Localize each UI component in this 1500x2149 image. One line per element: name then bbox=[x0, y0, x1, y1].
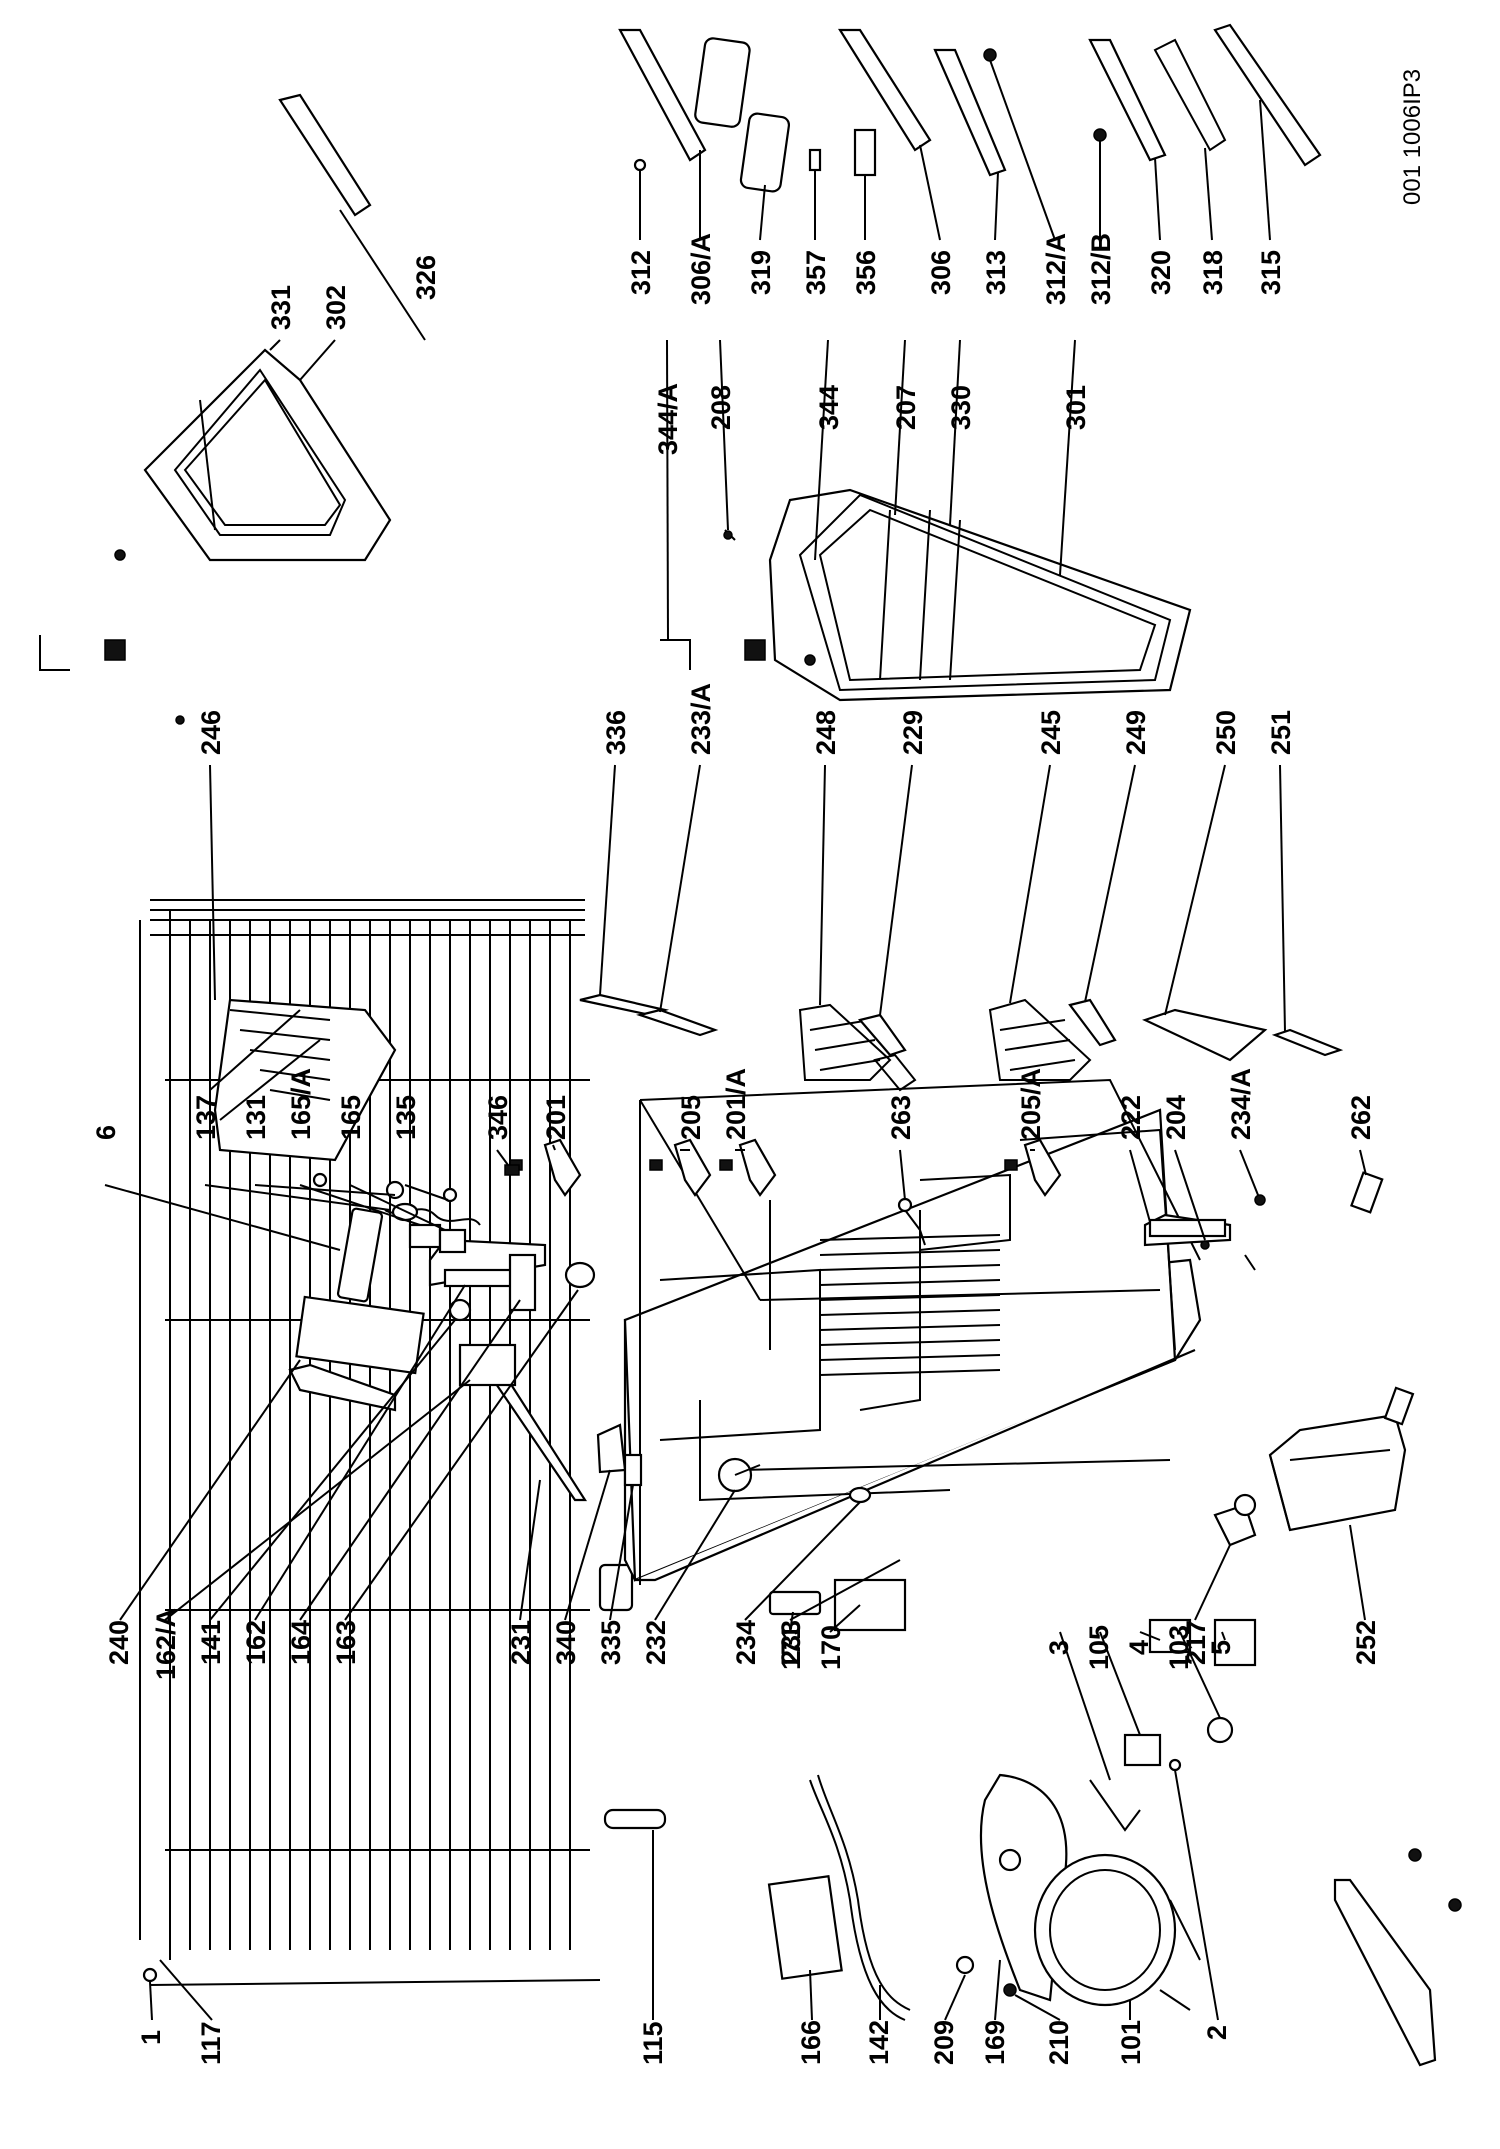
labels-row-right: 246 336 233/A 248 229 245 249 250 251 bbox=[196, 683, 1296, 755]
drawing-reference-code: 001 1006IP3 bbox=[1399, 69, 1426, 205]
label-204: 204 bbox=[1161, 1095, 1191, 1140]
label-2: 2 bbox=[1202, 2025, 1232, 2040]
label-330: 330 bbox=[946, 385, 976, 430]
label-312-a: 312/A bbox=[1041, 233, 1071, 305]
labels-row-left: 1 117 115 166 142 209 169 210 101 2 bbox=[136, 2020, 1232, 2065]
label-312-b: 312/B bbox=[1086, 233, 1116, 305]
label-141: 141 bbox=[196, 1620, 226, 1665]
label-163: 163 bbox=[331, 1620, 361, 1665]
label-312: 312 bbox=[626, 250, 656, 295]
label-234: 234 bbox=[731, 1620, 761, 1665]
label-335: 335 bbox=[596, 1620, 626, 1665]
label-5: 5 bbox=[1206, 1640, 1236, 1655]
label-165-a: 165/A bbox=[286, 1068, 316, 1140]
label-105: 105 bbox=[1084, 1625, 1114, 1670]
label-301: 301 bbox=[1061, 385, 1091, 430]
label-233-a: 233/A bbox=[686, 683, 716, 755]
label-245: 245 bbox=[1036, 710, 1066, 755]
label-240: 240 bbox=[104, 1620, 134, 1665]
label-131: 131 bbox=[241, 1095, 271, 1140]
label-233: 233 bbox=[776, 1620, 806, 1665]
label-331: 331 bbox=[266, 285, 296, 330]
label-306: 306 bbox=[926, 250, 956, 295]
label-209: 209 bbox=[929, 2020, 959, 2065]
label-356: 356 bbox=[851, 250, 881, 295]
label-346: 346 bbox=[483, 1095, 513, 1140]
label-101: 101 bbox=[1116, 2020, 1146, 2065]
label-229: 229 bbox=[898, 710, 928, 755]
label-340: 340 bbox=[551, 1620, 581, 1665]
labels-row-middle: 240 162/A 141 162 164 163 231 340 335 23… bbox=[104, 1608, 1381, 1680]
label-3: 3 bbox=[1044, 1640, 1074, 1655]
label-171: 171 bbox=[776, 1625, 806, 1670]
label-217: 217 bbox=[1181, 1620, 1211, 1665]
label-205: 205 bbox=[676, 1095, 706, 1140]
label-313: 313 bbox=[981, 250, 1011, 295]
label-164: 164 bbox=[286, 1620, 316, 1665]
label-207: 207 bbox=[891, 385, 921, 430]
label-165: 165 bbox=[336, 1095, 366, 1140]
labels-row-middle-upper: 6 137 131 165/A 165 135 346 201 205 201/… bbox=[91, 1068, 1376, 1140]
label-249: 249 bbox=[1121, 710, 1151, 755]
label-320: 320 bbox=[1146, 250, 1176, 295]
label-6: 6 bbox=[91, 1125, 121, 1140]
label-250: 250 bbox=[1211, 710, 1241, 755]
label-210: 210 bbox=[1044, 2020, 1074, 2065]
label-137: 137 bbox=[191, 1095, 221, 1140]
label-251: 251 bbox=[1266, 710, 1296, 755]
label-246: 246 bbox=[196, 710, 226, 755]
label-135: 135 bbox=[391, 1095, 421, 1140]
label-169: 169 bbox=[980, 2020, 1010, 2065]
label-232: 232 bbox=[641, 1620, 671, 1665]
label-4: 4 bbox=[1124, 1640, 1154, 1655]
label-319: 319 bbox=[746, 250, 776, 295]
label-336: 336 bbox=[601, 710, 631, 755]
labels-row-right-upper: 331 302 326 344/A 208 344 207 330 301 bbox=[266, 255, 1091, 455]
label-142: 142 bbox=[864, 2020, 894, 2065]
label-166: 166 bbox=[796, 2020, 826, 2065]
label-222: 222 bbox=[1116, 1095, 1146, 1140]
label-344-a: 344/A bbox=[653, 383, 683, 455]
label-234-a: 234/A bbox=[1226, 1068, 1256, 1140]
label-117: 117 bbox=[196, 2021, 226, 2065]
label-318: 318 bbox=[1198, 250, 1228, 295]
label-205-a: 205/A bbox=[1016, 1068, 1046, 1140]
label-201: 201 bbox=[541, 1095, 571, 1140]
label-252: 252 bbox=[1351, 1620, 1381, 1665]
label-231: 231 bbox=[506, 1620, 536, 1665]
label-357: 357 bbox=[801, 250, 831, 295]
labels-row-far-right: 312 306/A 319 357 356 306 313 312/A 312/… bbox=[626, 233, 1286, 305]
label-201-a: 201/A bbox=[721, 1068, 751, 1140]
label-262: 262 bbox=[1346, 1095, 1376, 1140]
label-326: 326 bbox=[411, 255, 441, 300]
label-248: 248 bbox=[811, 710, 841, 755]
labels-row-left-upper: 171 170 3 105 4 103 5 bbox=[776, 1625, 1236, 1670]
label-115: 115 bbox=[638, 2021, 668, 2065]
label-306-a: 306/A bbox=[686, 233, 716, 305]
label-315: 315 bbox=[1256, 250, 1286, 295]
label-302: 302 bbox=[321, 285, 351, 330]
cabinet-drawing bbox=[623, 1078, 1202, 1585]
label-103: 103 bbox=[1164, 1625, 1194, 1670]
label-263: 263 bbox=[886, 1095, 916, 1140]
label-208: 208 bbox=[706, 385, 736, 430]
label-1: 1 bbox=[136, 2030, 166, 2045]
label-162: 162 bbox=[241, 1620, 271, 1665]
label-162-a: 162/A bbox=[151, 1608, 181, 1680]
label-344: 344 bbox=[814, 385, 844, 430]
label-170: 170 bbox=[816, 1625, 846, 1670]
